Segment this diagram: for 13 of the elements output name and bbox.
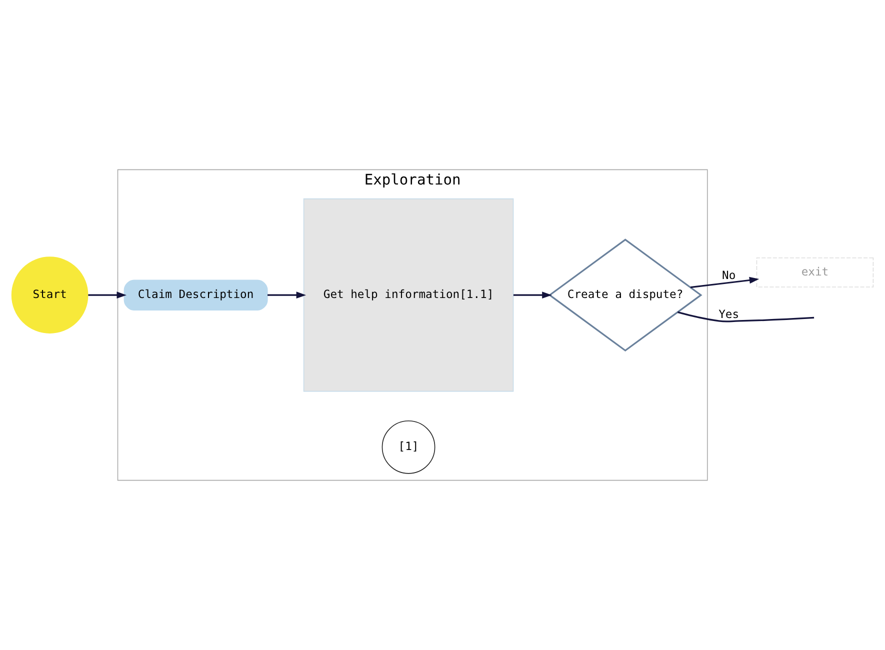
node-circle: Start: [11, 256, 88, 334]
edge-label: Yes: [718, 306, 740, 321]
arrow: [88, 292, 126, 298]
node-box: Get help information[1.1]: [303, 198, 514, 392]
arrow: [268, 292, 306, 298]
edge-label: No: [722, 268, 736, 282]
node-box: Claim Description: [124, 280, 268, 310]
node-diamond: Create a dispute?: [548, 238, 702, 352]
arrow: [513, 292, 552, 298]
connector: [678, 311, 814, 322]
node-circle: [1]: [382, 420, 436, 474]
node-box: exit: [756, 257, 874, 288]
arrow: [690, 276, 760, 288]
